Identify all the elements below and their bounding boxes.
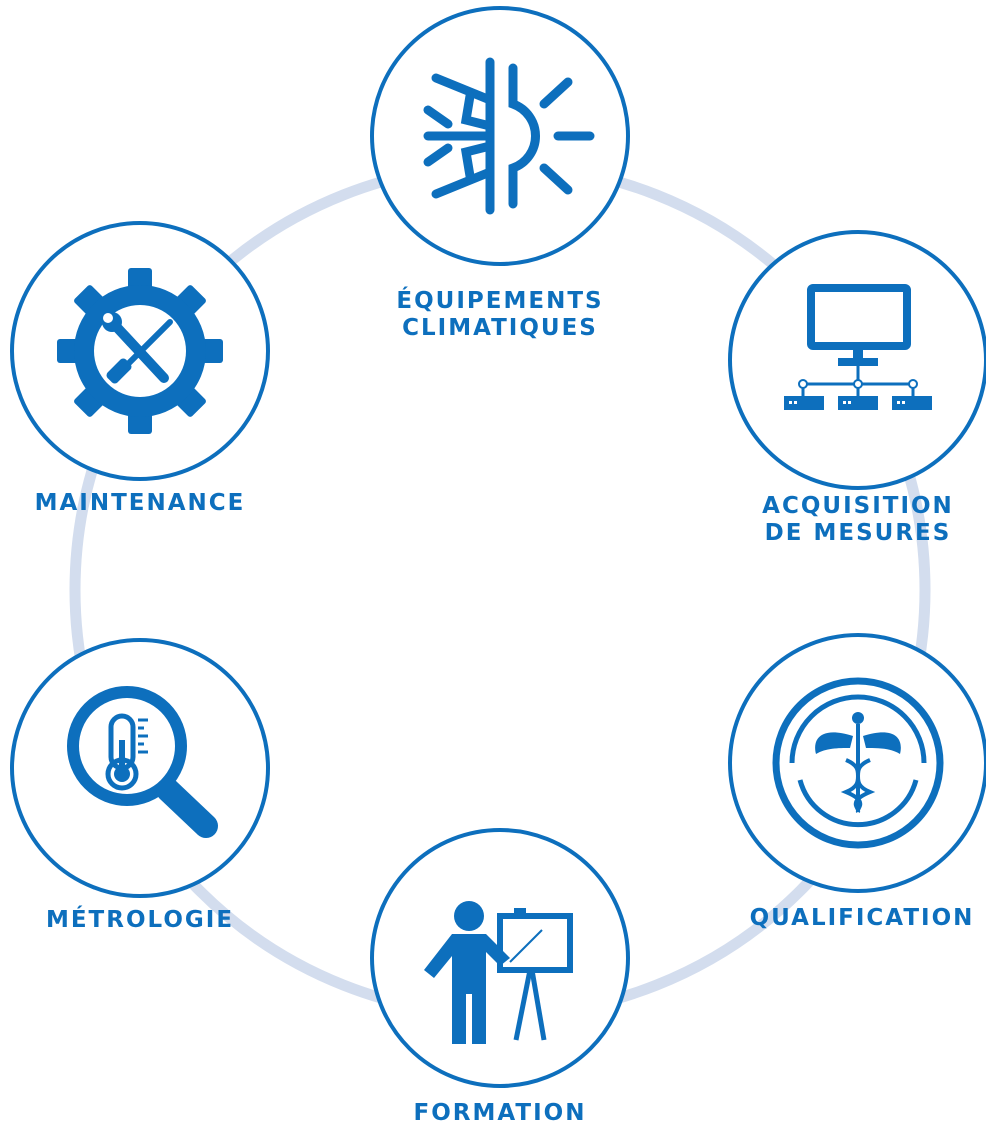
caduceus-badge-icon bbox=[772, 677, 944, 849]
label-line: DE MESURES bbox=[764, 520, 952, 546]
label-line: CLIMATIQUES bbox=[402, 315, 598, 341]
label-line: MAINTENANCE bbox=[34, 490, 246, 516]
node-maintenance bbox=[10, 221, 270, 481]
label-line: ACQUISITION bbox=[762, 493, 954, 519]
label-acquisition-de-mesures: ACQUISITION DE MESURES bbox=[736, 493, 980, 547]
gear-tools-icon bbox=[57, 268, 223, 434]
label-line: FORMATION bbox=[413, 1100, 587, 1126]
node-formation bbox=[370, 828, 630, 1088]
label-formation: FORMATION bbox=[380, 1100, 620, 1127]
label-metrologie: MÉTROLOGIE bbox=[20, 907, 260, 934]
node-equipements-climatiques bbox=[370, 6, 630, 266]
label-maintenance: MAINTENANCE bbox=[10, 490, 270, 517]
label-line: ÉQUIPEMENTS bbox=[396, 288, 604, 314]
node-qualification bbox=[728, 633, 986, 893]
label-equipements-climatiques: ÉQUIPEMENTS CLIMATIQUES bbox=[350, 288, 650, 342]
node-acquisition-de-mesures bbox=[728, 230, 986, 490]
node-metrologie bbox=[10, 638, 270, 898]
teacher-board-icon bbox=[424, 901, 573, 1044]
magnifier-thermometer-icon bbox=[67, 686, 218, 838]
label-qualification: QUALIFICATION bbox=[740, 905, 984, 932]
monitor-network-icon bbox=[784, 284, 932, 410]
label-line: QUALIFICATION bbox=[749, 905, 975, 931]
snowflake-sun-icon bbox=[423, 57, 595, 215]
label-line: MÉTROLOGIE bbox=[45, 907, 235, 933]
